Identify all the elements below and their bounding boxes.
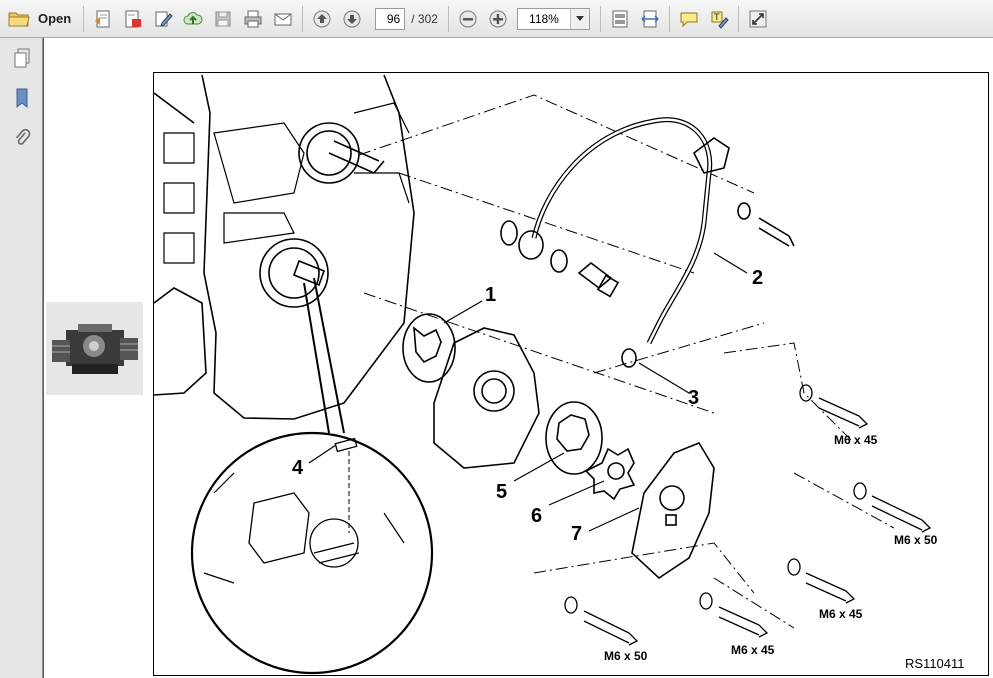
fullscreen-icon [749,10,767,27]
bolt-spec: M6 x 45 [819,607,863,621]
toolbar-separator [737,5,739,32]
comment-button[interactable] [676,4,702,34]
create-pdf-button[interactable] [90,4,116,34]
bolt-spec: M6 x 45 [834,433,878,447]
fullscreen-button[interactable] [745,4,771,34]
engine-thumbnail-image [52,324,138,374]
part-label-7: 7 [571,523,583,545]
open-button[interactable]: Open [2,4,77,34]
save-button[interactable] [210,4,236,34]
bolt-spec: M6 x 50 [604,649,648,663]
reference-code: RS110411 [905,656,965,671]
previous-page-button[interactable] [309,4,335,34]
fit-width-icon [641,10,659,27]
page-number-input[interactable] [375,7,406,30]
export-icon [125,10,142,27]
diagram-frame: 1 2 3 4 5 6 7 M6 x 45 M6 x 50 M6 x 45 M6… [153,72,989,676]
zoom-out-icon [459,10,477,27]
exploded-diagram [154,74,932,675]
part-label-4: 4 [292,457,304,479]
bookmarks-panel-button[interactable] [0,78,43,118]
edit-button[interactable] [150,4,176,34]
fit-page-button[interactable] [607,4,633,34]
email-button[interactable] [270,4,296,34]
attachments-panel-button[interactable] [0,118,43,158]
fit-page-icon [612,10,628,27]
folder-icon [8,12,30,26]
bookmark-icon [16,88,27,109]
zoom-in-icon [489,10,507,27]
toolbar-separator [599,5,601,32]
attachment-icon [15,128,30,145]
part-label-2: 2 [752,267,764,289]
open-label: Open [38,11,72,26]
part-label-3: 3 [688,387,700,409]
zoom-select[interactable] [516,7,590,30]
toolbar-separator [302,5,304,32]
navigation-panel [0,38,43,678]
pages-icon [14,48,29,68]
bolt-spec: M6 x 50 [894,533,938,547]
page-down-icon [343,10,361,27]
part-label-1: 1 [485,284,497,306]
zoom-out-button[interactable] [455,4,481,34]
toolbar-separator [447,5,449,32]
highlight-icon: T [711,11,729,29]
next-page-button[interactable] [339,4,365,34]
pages-panel-button[interactable] [0,38,43,78]
edit-icon [155,11,173,27]
print-icon [244,10,262,27]
fit-width-button[interactable] [637,4,663,34]
part-label-5: 5 [496,481,508,503]
save-icon [215,11,231,26]
upload-icon [183,11,203,24]
page-up-icon [313,10,331,27]
export-button[interactable] [120,4,146,34]
upload-button[interactable] [180,4,206,34]
print-button[interactable] [240,4,266,34]
toolbar-separator [668,5,670,32]
create-pdf-icon [95,10,110,27]
zoom-dropdown-button[interactable] [569,8,589,29]
page-total: / 302 [411,11,438,26]
page-thumbnail[interactable] [46,302,143,395]
zoom-input[interactable] [517,8,570,29]
zoom-in-button[interactable] [485,4,511,34]
part-label-6: 6 [531,505,543,527]
svg-text:T: T [713,13,720,23]
highlight-button[interactable]: T [706,4,732,34]
comment-icon [680,12,698,27]
toolbar: Open / 302 [0,0,993,38]
bolt-spec: M6 x 45 [731,643,775,657]
toolbar-separator [83,5,85,32]
email-icon [274,13,292,25]
chevron-down-icon [575,15,584,21]
